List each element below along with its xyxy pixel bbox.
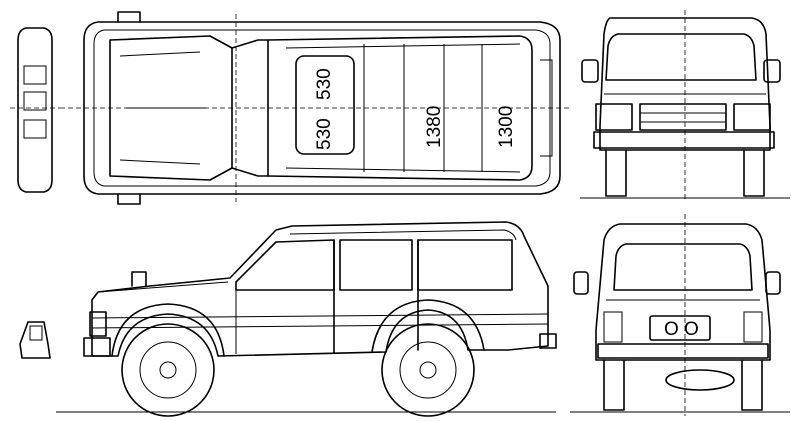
dimension-seat-front: 530 [314,68,335,100]
dimension-cargo-outer: 1300 [496,106,517,148]
rear-license-plate: O O [664,319,699,340]
top-view: 530 530 1380 1300 [60,11,570,205]
rear-view: O O [570,214,790,416]
dimension-cargo-inner: 1380 [424,106,445,148]
front-bumper-top-view [10,27,60,193]
front-view [580,10,790,202]
side-view [56,221,557,417]
dimension-seat-rear: 530 [314,118,335,150]
bumper-side-view [19,321,51,359]
